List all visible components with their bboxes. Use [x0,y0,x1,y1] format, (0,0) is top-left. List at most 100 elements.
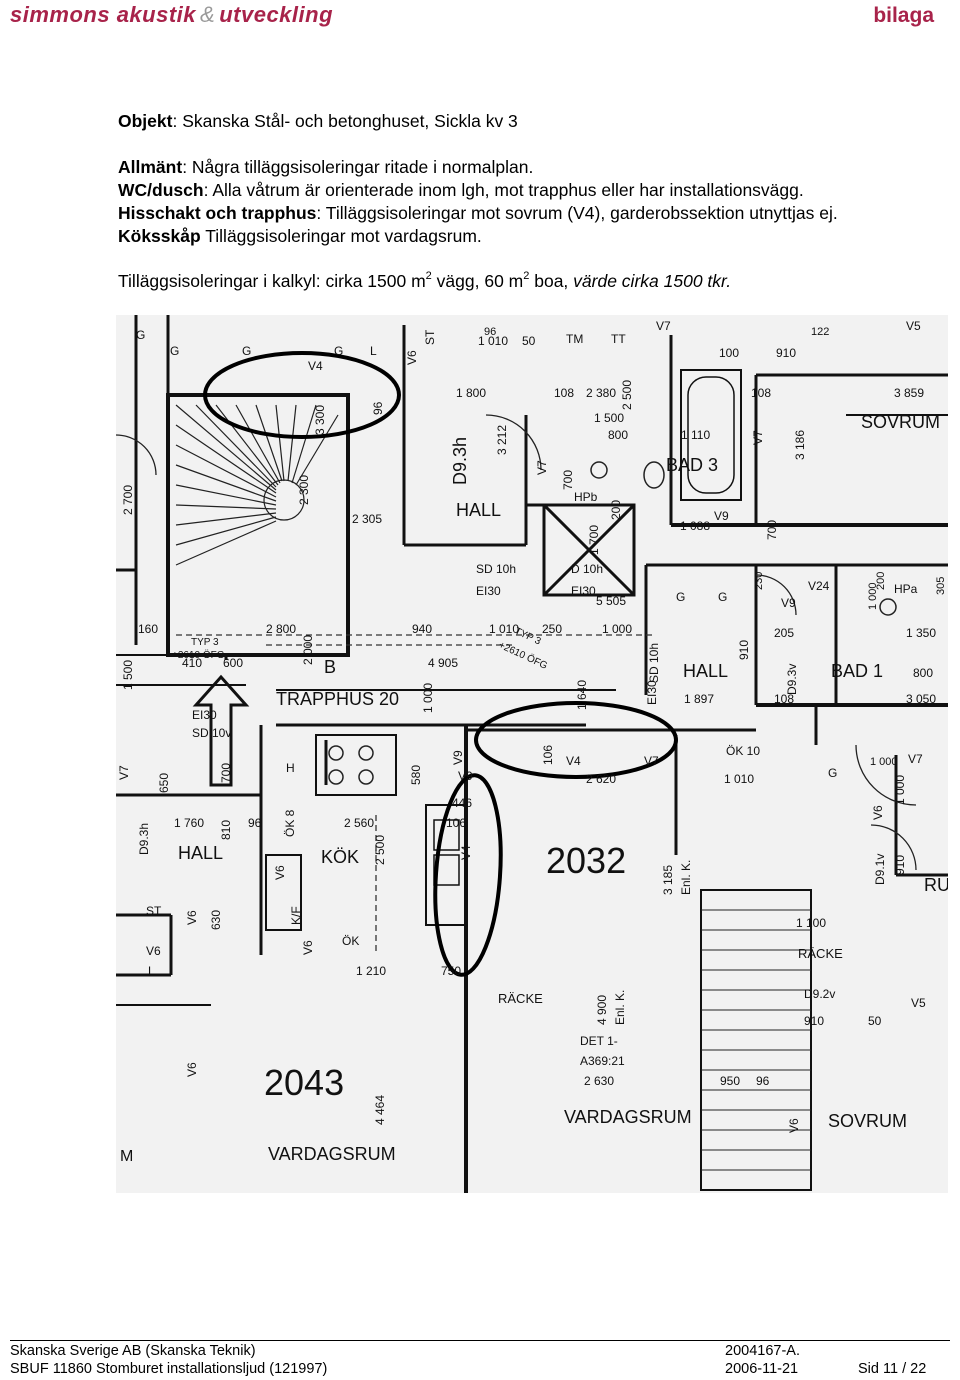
plan-dimension-label: 2 500 [620,380,634,410]
label-bad1: BAD 1 [831,661,883,681]
plan-dimension-label: Enl. K. [613,990,627,1025]
label-racke-2: RÄCKE [798,946,843,961]
plan-dimension-label: 910 [804,1014,824,1028]
label-v6-6: V6 [787,1118,801,1133]
plan-dimension-label: 3 212 [495,425,509,455]
allmant-line: Allmänt: Några tilläggsisoleringar ritad… [118,156,533,179]
kalkyl-a: Tilläggsisoleringar i kalkyl: cirka 1500… [118,271,426,291]
plan-dimension-label: 1 110 [681,428,710,442]
plan-dimension-label: 2 620 [586,772,616,786]
plan-dimension-label: Enl. K. [679,860,693,895]
label-sd10h-1: SD 10h [476,562,516,576]
arrow-up-icon [192,674,250,787]
highlight-ellipse-vertical [433,773,503,977]
plan-dimension-label: 2 800 [266,622,296,636]
label-kok: KÖK [321,847,359,867]
plan-dimension-label: 3 185 [661,865,675,895]
label-hall-mid: HALL [683,661,728,681]
brand-part-1: simmons akustik [10,2,197,27]
label-v4-mid: V4 [566,754,581,768]
label-d92v: D9.2v [804,987,835,1001]
label-kf: K/F [289,906,303,925]
label-v7-2: V7 [644,754,659,768]
floor-plan: HALL SOVRUM BAD 3 TRAPPHUS 20 HALL BAD 1… [116,315,948,1193]
plan-dimension-label: 910 [737,640,751,660]
label-d91v: D9.1v [873,854,887,885]
objekt-label: Objekt [118,111,173,131]
label-l-1: L [370,344,377,358]
plan-dimension-label: 2 300 [297,475,311,505]
plan-dimension-label: 1 010 [478,334,508,348]
label-d93v: D9.3v [785,664,799,695]
label-vardagsrum-left: VARDAGSRUM [268,1144,396,1164]
plan-dimension-label: 50 [868,1014,882,1028]
hiss-text: : Tilläggsisoleringar mot sovrum (V4), g… [316,203,838,223]
label-v5-2: V5 [911,996,926,1010]
footer-company: Skanska Sverige AB (Skanska Teknik) [10,1343,256,1359]
plan-dimension-label: G [242,344,251,358]
fixtures [328,461,897,785]
label-ok10: ÖK 10 [726,744,760,758]
wc-line: WC/dusch: Alla våtrum är orienterade ino… [118,179,804,202]
label-sd10h-2: SD 10h [647,643,661,683]
plan-dimension-label: G [170,344,179,358]
label-tt: TT [611,332,626,346]
label-vardagsrum-mid: VARDAGSRUM [564,1107,692,1127]
kok-text: Tilläggsisoleringar mot vardagsrum. [200,226,482,246]
label-bad3: BAD 3 [666,455,718,475]
plan-walls [116,315,948,1193]
brand-name: simmons akustik&utveckling [10,2,333,28]
label-v6-7: V6 [871,805,885,820]
plan-dimension-label: 1 500 [121,660,135,690]
plan-dimension-label: 1 000 [870,756,898,768]
label-sd10v: SD 10v [192,726,231,740]
plan-dimension-label: 700 [765,520,779,540]
label-hall-top: HALL [456,500,501,520]
label-ok8: ÖK 8 [283,809,297,837]
plan-dimension-label: 940 [412,622,432,636]
plan-dimension-label: 2 380 [586,386,616,400]
kalkyl-sup2: 2 [523,270,530,282]
label-racke-1: RÄCKE [498,991,543,1006]
label-d10h: D 10h [571,562,603,576]
footer-doc-no: 2004167-A. [725,1343,800,1359]
label-ru: RU [924,875,948,895]
plan-dimension-label: 800 [913,666,933,680]
plan-dimension-label: 50 [522,334,536,348]
label-ok: ÖK [342,934,359,948]
plan-dimension-label: 410 [182,656,202,670]
highlight-ellipse-middle [474,701,678,779]
plan-dimension-label: 108 [774,692,794,706]
label-apt-2032: 2032 [546,840,626,881]
plan-dimension-label: 160 [138,622,158,636]
objekt-line: Objekt: Skanska Stål- och betonghuset, S… [118,110,518,133]
plan-dimension-label: 106 [541,745,555,765]
plan-dimension-label: 3 859 [894,386,924,400]
label-v7-1: V7 [656,319,671,333]
plan-dimension-label: 1 100 [796,916,826,930]
plan-dimension-label: 2 000 [301,635,315,665]
brand-ampersand: & [200,2,216,27]
plan-dimension-label: 700 [561,470,575,490]
footer-page: Sid 11 / 22 [858,1361,927,1377]
label-a369: A369:21 [580,1054,625,1068]
label-v24: V24 [808,579,830,593]
label-g-1: G [136,328,145,342]
label-ofg1: +2610 ÖFG [172,649,225,661]
plan-dimension-label: 3 186 [793,430,807,460]
label-st-2: ST [146,904,162,918]
objekt-text: : Skanska Stål- och betonghuset, Sickla … [172,111,518,131]
plan-dimension-label: 2 630 [584,1074,614,1088]
plan-dimension-label: 96 [371,401,385,415]
hiss-line: Hisschakt och trapphus: Tilläggsisolerin… [118,202,838,225]
label-d93h-1: D9.3h [450,437,470,485]
label-hpb: HPb [574,490,598,504]
plan-dimension-label: 810 [219,820,233,840]
highlight-ellipse-top [203,351,401,439]
label-typ3: TYP 3 [191,637,219,648]
label-v6-1: V6 [405,350,419,365]
label-v7-3: V7 [908,752,923,766]
plan-dimension-label: 108 [554,386,574,400]
label-v4-vert: V4 [459,845,473,860]
label-det: DET 1- [580,1034,618,1048]
